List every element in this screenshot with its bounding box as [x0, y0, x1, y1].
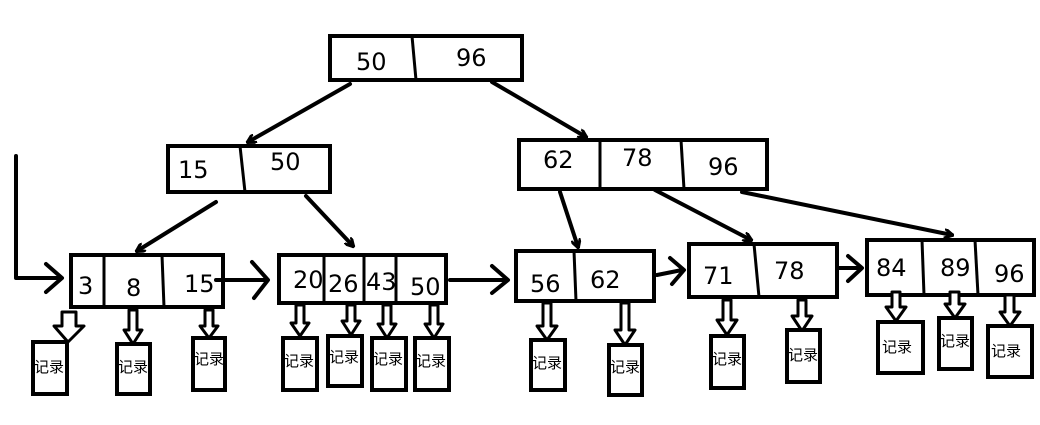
record-box [115, 342, 152, 396]
leaf1-to-leaf2-arrowhead [250, 260, 270, 300]
record-pointer-icon [943, 290, 967, 320]
record-label: 记录 [788, 346, 818, 364]
edge-internal-right-to-leaf5 [740, 190, 952, 235]
leaf5-key-1: 84 [876, 254, 907, 282]
record-box [785, 328, 822, 384]
root-node: 50 96 [328, 34, 524, 82]
leaf5-key-2: 89 [940, 254, 971, 282]
root-key-2: 96 [456, 44, 487, 72]
record-box [876, 320, 925, 375]
record-box [529, 338, 567, 392]
internal-left-key-2: 50 [270, 148, 301, 176]
record-pointers [52, 290, 1022, 347]
record-box [326, 334, 364, 388]
internal-right-key-1: 62 [543, 146, 574, 174]
leaf3-key-1: 56 [530, 270, 561, 298]
edge-root-to-internal-left [248, 82, 352, 142]
leaf-node-5: 84 89 96 [865, 238, 1036, 297]
record-box [709, 334, 746, 390]
record-label: 记录 [532, 354, 562, 372]
record-label: 记录 [991, 342, 1021, 360]
leaf-chain-arrows [14, 154, 864, 300]
leaf4-key-2: 78 [774, 257, 805, 285]
edge-internal-right-to-leaf3 [558, 190, 578, 247]
record-label: 记录 [712, 350, 742, 368]
record-pointer-icon [423, 303, 445, 340]
record-pointer-icon [715, 298, 739, 337]
leaf5-key-3: 96 [994, 260, 1025, 288]
leaf-node-4: 71 78 [687, 242, 839, 299]
edge-internal-right-to-leaf4 [653, 188, 751, 240]
record-pointer-icon [884, 290, 908, 323]
leaf3-to-leaf4-arrowhead [668, 256, 686, 286]
leaf3-to-leaf4-line [655, 268, 684, 277]
leaf1-key-2: 8 [126, 274, 141, 302]
internal-node-right: 62 78 96 [517, 138, 769, 191]
leaf2-key-4: 50 [410, 273, 441, 301]
record-label: 记录 [34, 358, 64, 376]
record-pointer-icon [535, 301, 559, 342]
record-box [191, 336, 227, 392]
record-box [281, 336, 319, 392]
record-pointer-icon [998, 293, 1022, 328]
leaf4-to-leaf5-arrowhead [846, 254, 864, 283]
record-label: 记录 [940, 332, 970, 350]
record-box [937, 316, 974, 371]
internal-right-key-3: 96 [708, 153, 739, 181]
leaf2-key-3: 43 [366, 268, 397, 296]
record-label: 记录 [610, 358, 640, 376]
leaf-node-1: 3 8 15 [69, 253, 225, 309]
record-label: 记录 [329, 348, 359, 366]
leaf1-key-3: 15 [184, 270, 215, 298]
record-box [370, 336, 408, 392]
internal-node-left: 15 50 [166, 144, 332, 194]
record-pointer-icon [122, 308, 144, 346]
root-key-1: 50 [356, 48, 387, 76]
record-label: 记录 [118, 358, 148, 376]
record-label: 记录 [194, 350, 224, 368]
record-box [986, 324, 1034, 379]
leaf2-key-1: 20 [293, 266, 324, 294]
record-label: 记录 [373, 350, 403, 368]
leaf4-key-1: 71 [703, 262, 734, 290]
record-pointer-icon [52, 310, 86, 344]
record-label: 记录 [416, 352, 446, 370]
record-box [607, 343, 644, 397]
record-pointer-icon [613, 301, 637, 347]
records: 记录 记录 记录 记录 记录 记录 记录 记录 记录 记录 记录 记录 记录 记… [31, 316, 1034, 397]
record-pointer-icon [376, 303, 398, 340]
record-pointer-icon [289, 303, 311, 338]
leaf2-key-2: 26 [328, 270, 359, 298]
record-label: 记录 [284, 352, 314, 370]
record-box [31, 340, 69, 396]
leaf-node-2: 20 26 43 50 [277, 253, 448, 305]
record-pointer-icon [340, 303, 362, 337]
internal-right-key-2: 78 [622, 144, 653, 172]
record-pointer-icon [790, 298, 814, 333]
head-pointer-line [14, 154, 62, 280]
leaf-node-3: 56 62 [514, 249, 656, 303]
head-pointer-arrowhead [44, 262, 64, 294]
leaf2-to-leaf3-arrowhead [490, 264, 510, 295]
edge-internal-left-to-leaf2 [304, 194, 353, 246]
edge-root-to-internal-right [490, 80, 586, 137]
record-box [413, 336, 451, 392]
edge-internal-left-to-leaf1 [137, 200, 218, 251]
tree-edges [137, 80, 952, 251]
leaf3-key-2: 62 [590, 266, 621, 294]
internal-left-key-1: 15 [178, 156, 209, 184]
record-label: 记录 [882, 338, 912, 356]
leaf1-key-1: 3 [78, 272, 93, 300]
record-pointer-icon [198, 308, 220, 340]
